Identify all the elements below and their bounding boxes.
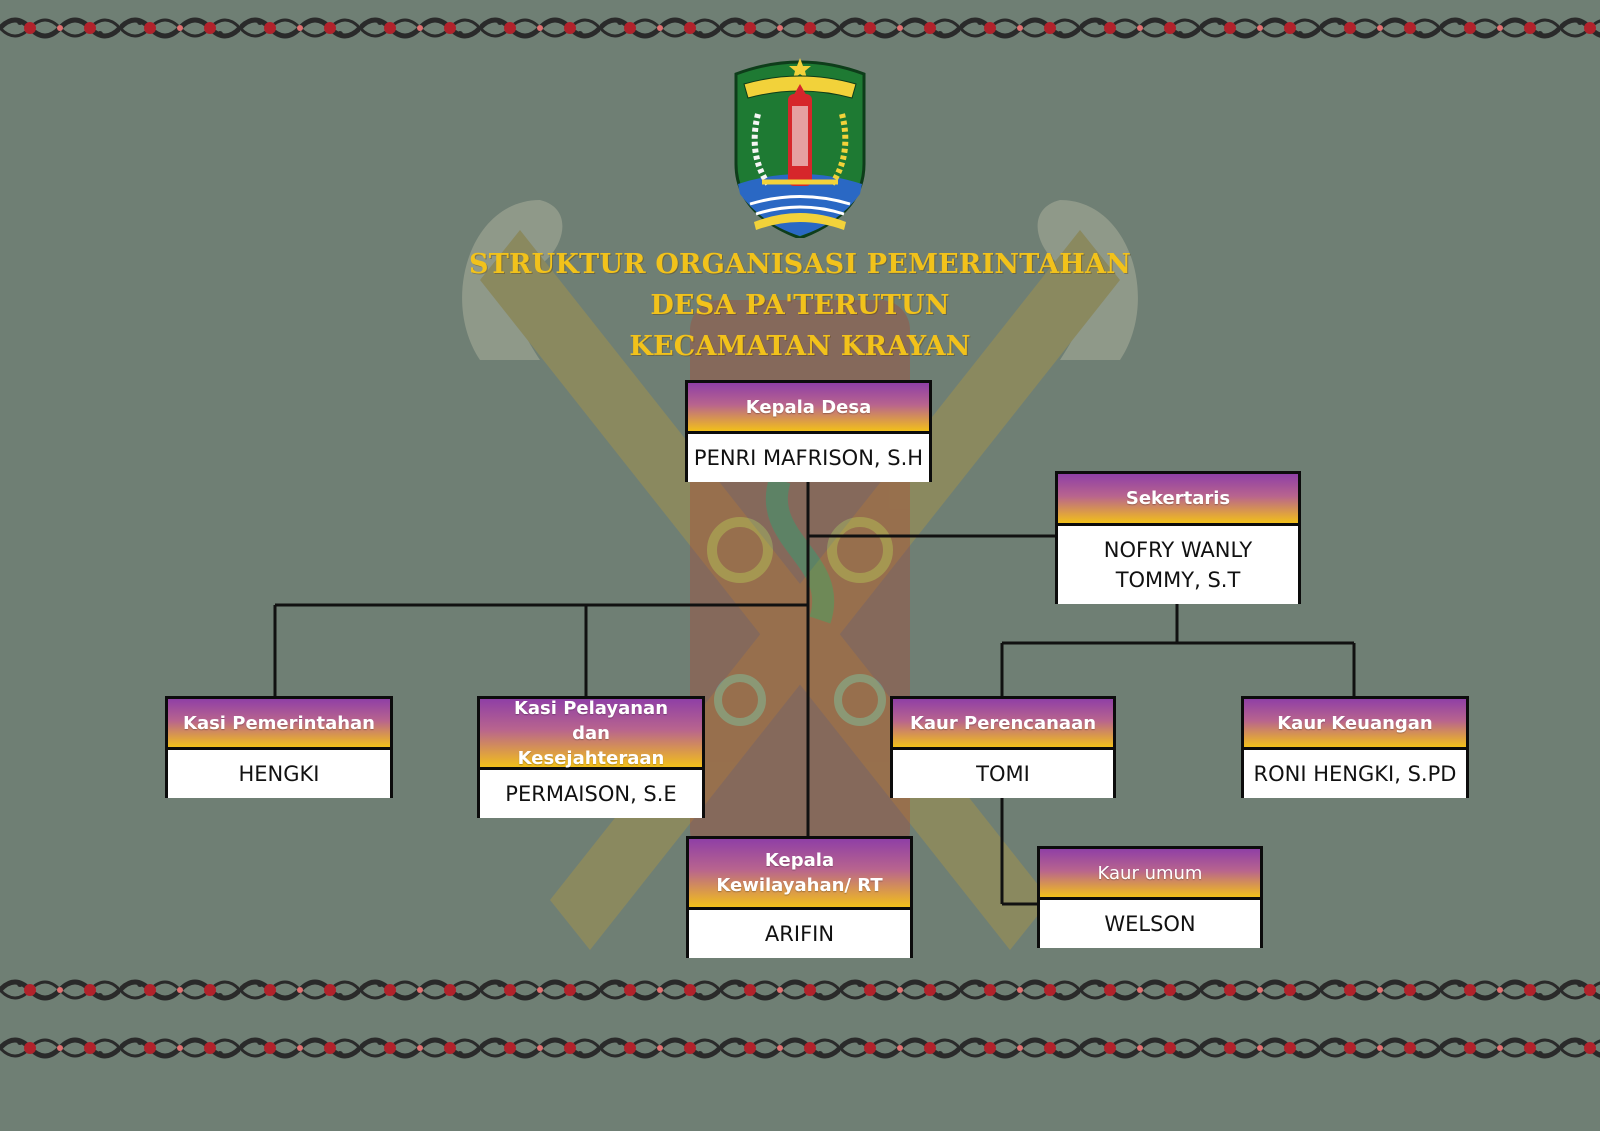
box-kaur-perencanaan: Kaur Perencanaan TOMI <box>890 696 1116 798</box>
box-kasi-pemerintahan: Kasi Pemerintahan HENGKI <box>165 696 393 798</box>
box-kaur-keuangan: Kaur Keuangan RONI HENGKI, S.PD <box>1241 696 1469 798</box>
role-label: Kasi Pelayanan dan Kesejahteraan <box>480 698 702 770</box>
title-line-1: STRUKTUR ORGANISASI PEMERINTAHAN <box>469 249 1131 280</box>
box-kepala-desa: Kepala Desa PENRI MAFRISON, S.H <box>685 380 932 482</box>
person-name: HENGKI <box>168 750 390 798</box>
box-kasi-pelayanan: Kasi Pelayanan dan Kesejahteraan PERMAIS… <box>477 696 705 818</box>
role-label: Kaur umum <box>1040 849 1260 900</box>
box-kaur-umum: Kaur umum WELSON <box>1037 846 1263 948</box>
person-name: WELSON <box>1040 900 1260 948</box>
box-kepala-kewilayahan: Kepala Kewilayahan/ RT ARIFIN <box>686 836 913 958</box>
top-ornament-border <box>0 8 1600 48</box>
role-label: Kepala Desa <box>688 383 929 434</box>
kabupaten-nunukan-emblem-icon <box>734 58 866 238</box>
person-name: NOFRY WANLY TOMMY, S.T <box>1058 526 1298 604</box>
person-name: RONI HENGKI, S.PD <box>1244 750 1466 798</box>
bottom-ornament-border-2 <box>0 1028 1600 1068</box>
bottom-ornament-border <box>0 970 1600 1010</box>
role-label: Sekertaris <box>1058 474 1298 526</box>
role-label: Kaur Keuangan <box>1244 699 1466 750</box>
person-name: TOMI <box>893 750 1113 798</box>
page-title: STRUKTUR ORGANISASI PEMERINTAHAN DESA PA… <box>400 244 1200 367</box>
box-sekretaris: Sekertaris NOFRY WANLY TOMMY, S.T <box>1055 471 1301 604</box>
role-label: Kepala Kewilayahan/ RT <box>689 839 910 910</box>
title-line-3: KECAMATAN KRAYAN <box>629 331 971 362</box>
role-label: Kaur Perencanaan <box>893 699 1113 750</box>
title-line-2: DESA PA'TERUTUN <box>650 290 950 321</box>
person-name: PENRI MAFRISON, S.H <box>688 434 929 482</box>
person-name: PERMAISON, S.E <box>480 770 702 818</box>
role-label: Kasi Pemerintahan <box>168 699 390 750</box>
person-name: ARIFIN <box>689 910 910 958</box>
